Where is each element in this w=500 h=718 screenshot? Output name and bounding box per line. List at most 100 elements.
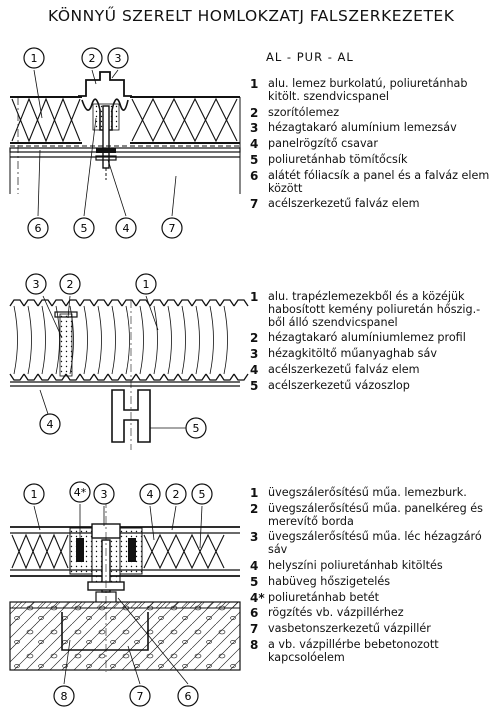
legend-number: 1 xyxy=(250,290,259,304)
legend-item: 4*poliuretánhab betét xyxy=(250,590,496,605)
legend-number: 2 xyxy=(250,105,259,120)
legend-text: alátét fóliacsík a panel és a falváz ele… xyxy=(268,168,490,195)
callout-label: 7 xyxy=(137,690,144,703)
callout-marker: 5 xyxy=(73,217,95,239)
legend-text: hézagkitöltő műanyaghab sáv xyxy=(268,347,437,361)
legend-text: acélszerkezetű falváz elem xyxy=(268,197,420,211)
callout-label: 5 xyxy=(193,422,200,435)
legend-text: alu. trapézlemezekből és a közéjük habos… xyxy=(268,290,481,329)
legend-text: a vb. vázpillérbe bebetonozott kapcsolóe… xyxy=(268,637,439,664)
callout-marker: 4 xyxy=(39,413,61,435)
legend-text: acélszerkezetű vázoszlop xyxy=(268,378,410,392)
legend-number: 4 xyxy=(250,362,259,377)
callout-label: 4 xyxy=(47,418,54,431)
legend-number: 8 xyxy=(250,637,259,652)
legend-number: 4 xyxy=(250,137,259,152)
legend-number: 2 xyxy=(250,331,259,346)
legend-text: üvegszálerősítésű műa. lemezburk. xyxy=(268,486,467,499)
legend-number: 6 xyxy=(250,606,259,621)
legend-text: szorítólemez xyxy=(268,105,340,119)
callout-marker: 3 xyxy=(93,483,115,505)
callout-label: 8 xyxy=(61,690,68,703)
callout-label: 3 xyxy=(101,488,108,501)
page-title: KÖNNYŰ SZERELT HOMLOKZATJ FALSZERKEZETEK xyxy=(48,7,455,25)
section1-drawing xyxy=(9,69,241,217)
callout-label: 3 xyxy=(115,52,122,65)
legend-item: 7 acélszerkezetű falváz elem xyxy=(250,198,496,211)
legend-number: 7 xyxy=(250,197,259,212)
callout-marker: 5 xyxy=(191,483,213,505)
callout-marker: 1 xyxy=(23,483,45,505)
legend-item: 5 acélszerkezetű vázoszlop xyxy=(250,378,496,393)
legend-text: poliuretánhab tömítőcsík xyxy=(268,152,408,166)
legend-item: 2 hézagtakaró alumíniumlemez profil xyxy=(250,332,496,345)
legend-number: 5 xyxy=(250,152,259,167)
callout-marker: 7 xyxy=(161,217,183,239)
callout-label: 4* xyxy=(74,486,87,499)
legend-item: 6 alátét fóliacsík a panel és a falváz el… xyxy=(250,168,496,196)
legend-text: alu. lemez burkolatú, poliuretánhab kitö… xyxy=(268,77,468,103)
legend-text: hézagtakaró alumínium lemezsáv xyxy=(268,121,457,135)
legend-number: 3 xyxy=(250,530,259,545)
legend-text: poliuretánhab betét xyxy=(268,590,380,604)
legend-item: 3 hézagtakaró alumínium lemezsáv xyxy=(250,122,496,135)
legend-number: 7 xyxy=(250,622,259,637)
callout-label: 1 xyxy=(31,52,38,65)
legend-number: 4 xyxy=(250,558,259,573)
callout-marker: 1 xyxy=(135,273,157,295)
callout-marker: 3 xyxy=(107,47,129,69)
callout-marker: 7 xyxy=(129,685,151,707)
legend-number: 5 xyxy=(250,378,259,393)
callout-marker: 4* xyxy=(69,481,91,503)
legend-number: 1 xyxy=(250,77,259,91)
callout-label: 2 xyxy=(67,278,74,291)
legend-item: 7 vasbetonszerkezetű vázpillér xyxy=(250,622,496,637)
callout-marker: 5 xyxy=(185,417,207,439)
callout-label: 7 xyxy=(169,222,176,235)
callout-label: 3 xyxy=(33,278,40,291)
callout-label: 2 xyxy=(89,52,96,65)
legend-item: 2 szorítólemez xyxy=(250,105,496,120)
legend-number: 4* xyxy=(250,590,265,605)
legend-number: 3 xyxy=(250,121,259,136)
legend-text: panelrögzítő csavar xyxy=(268,137,379,151)
section3-drawing xyxy=(9,500,241,685)
callout-marker: 6 xyxy=(27,217,49,239)
legend-number: 6 xyxy=(250,168,259,183)
legend-text: helyszíni poliuretánhab kitöltés xyxy=(268,558,443,572)
callout-label: 6 xyxy=(185,690,192,703)
legend-item: 5 poliuretánhab tömítőcsík xyxy=(250,152,496,167)
callout-label: 1 xyxy=(143,278,150,291)
callout-label: 5 xyxy=(199,488,206,501)
callout-marker: 6 xyxy=(177,685,199,707)
callout-label: 5 xyxy=(81,222,88,235)
section1-subtitle: AL - PUR - AL xyxy=(266,50,354,64)
legend-section-1: 1 alu. lemez burkolatú, poliuretánhab kit… xyxy=(250,77,496,214)
callout-label: 1 xyxy=(31,488,38,501)
legend-section-2: 1 alu. trapézlemezekből és a közéjük habo… xyxy=(250,290,496,396)
legend-text: vasbetonszerkezetű vázpillér xyxy=(268,622,431,636)
legend-text: acélszerkezetű falváz elem xyxy=(268,362,420,376)
legend-item: 4 helyszíni poliuretánhab kitöltés xyxy=(250,558,496,573)
legend-text: hézagtakaró alumíniumlemez profil xyxy=(268,331,466,345)
legend-item: 6 rögzítés vb. vázpillérhez xyxy=(250,607,496,620)
callout-marker: 1 xyxy=(23,47,45,69)
callout-marker: 3 xyxy=(25,273,47,295)
legend-text: rögzítés vb. vázpillérhez xyxy=(268,606,404,620)
callout-marker: 2 xyxy=(165,483,187,505)
callout-marker: 2 xyxy=(59,273,81,295)
callout-marker: 2 xyxy=(81,47,103,69)
legend-text: habüveg hőszigetelés xyxy=(268,574,391,588)
legend-number: 3 xyxy=(250,347,259,362)
legend-number: 2 xyxy=(250,501,259,516)
legend-item: 4 panelrögzítő csavar xyxy=(250,137,496,152)
section2-drawing xyxy=(9,295,249,450)
legend-item: 1 alu. lemez burkolatú, poliuretánhab kit… xyxy=(250,77,496,104)
callout-marker: 4 xyxy=(115,217,137,239)
